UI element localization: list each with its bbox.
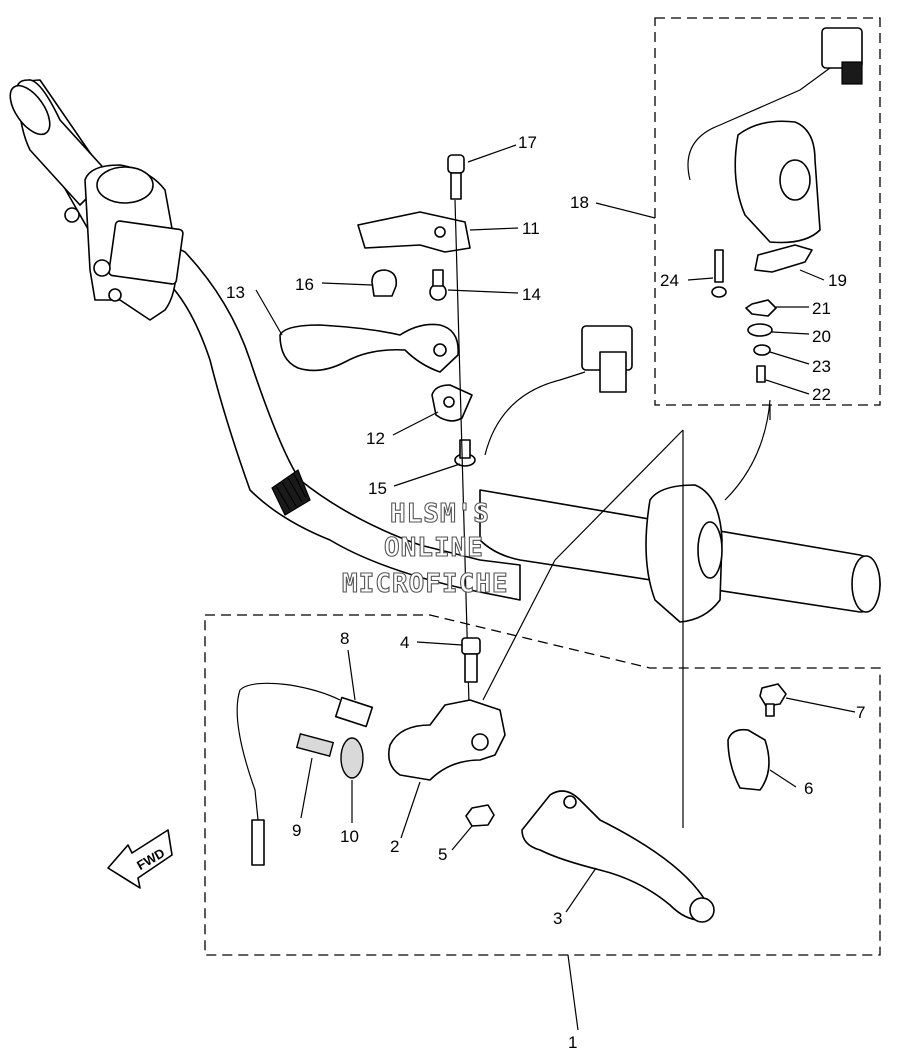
callout-10: 10 bbox=[340, 827, 359, 846]
wire-connector bbox=[484, 325, 633, 456]
watermark-line1: HLSM'S bbox=[390, 499, 490, 529]
nut-5 bbox=[465, 804, 495, 827]
bolt-7 bbox=[759, 683, 787, 717]
screw-14 bbox=[429, 269, 447, 301]
callout-18: 18 bbox=[570, 193, 589, 212]
clamp-6 bbox=[727, 728, 770, 791]
callout-24: 24 bbox=[660, 271, 679, 290]
callout-7: 7 bbox=[856, 703, 865, 722]
cable-adjuster-8 bbox=[236, 682, 374, 866]
washer-23 bbox=[753, 344, 771, 356]
inset-box-clutch bbox=[204, 614, 881, 956]
callout-6: 6 bbox=[804, 779, 813, 798]
callout-17: 17 bbox=[518, 133, 537, 152]
screw-15 bbox=[454, 439, 476, 467]
callout-23: 23 bbox=[812, 357, 831, 376]
callout-4: 4 bbox=[400, 633, 409, 652]
watermark: HLSM'S ONLINE MICROFICHE bbox=[341, 498, 509, 599]
engine-stop-switch bbox=[687, 27, 863, 383]
callout-3: 3 bbox=[553, 909, 562, 928]
callout-11: 11 bbox=[522, 219, 540, 238]
bolt-17 bbox=[447, 154, 465, 200]
bolt-4 bbox=[461, 637, 481, 683]
locknut-10 bbox=[340, 737, 364, 779]
clutch-holder-2 bbox=[387, 699, 506, 781]
callout-2: 2 bbox=[390, 837, 399, 856]
callout-19: 19 bbox=[828, 271, 847, 290]
inset-box-switch bbox=[654, 17, 881, 406]
callout-14: 14 bbox=[522, 285, 541, 304]
washer-20 bbox=[747, 323, 773, 337]
lever-holder-11 bbox=[357, 211, 471, 253]
knurled-section bbox=[271, 469, 311, 516]
nut-21 bbox=[745, 299, 777, 317]
callout-1: 1 bbox=[568, 1033, 577, 1052]
plate-12 bbox=[431, 384, 473, 422]
leader-lines bbox=[255, 144, 856, 1031]
watermark-line2: ONLINE bbox=[384, 533, 484, 563]
callout-5: 5 bbox=[438, 845, 447, 864]
callout-15: 15 bbox=[368, 479, 387, 498]
fwd-direction-arrow: FWD bbox=[107, 829, 173, 889]
callout-8: 8 bbox=[340, 629, 349, 648]
callout-9: 9 bbox=[292, 821, 301, 840]
hot-start-lever bbox=[279, 323, 459, 373]
bolt-9 bbox=[295, 732, 335, 758]
callout-21: 21 bbox=[812, 299, 831, 318]
knob-16 bbox=[371, 269, 398, 297]
clutch-lever-3 bbox=[521, 790, 715, 923]
callout-13: 13 bbox=[226, 283, 245, 302]
master-cylinder bbox=[64, 164, 184, 321]
watermark-line3: MICROFICHE bbox=[342, 569, 509, 599]
callout-20: 20 bbox=[812, 327, 831, 346]
callout-12: 12 bbox=[366, 429, 385, 448]
callout-22: 22 bbox=[812, 385, 831, 404]
screw-22 bbox=[756, 365, 766, 383]
switch-housing bbox=[645, 399, 771, 623]
callout-16: 16 bbox=[295, 275, 314, 294]
